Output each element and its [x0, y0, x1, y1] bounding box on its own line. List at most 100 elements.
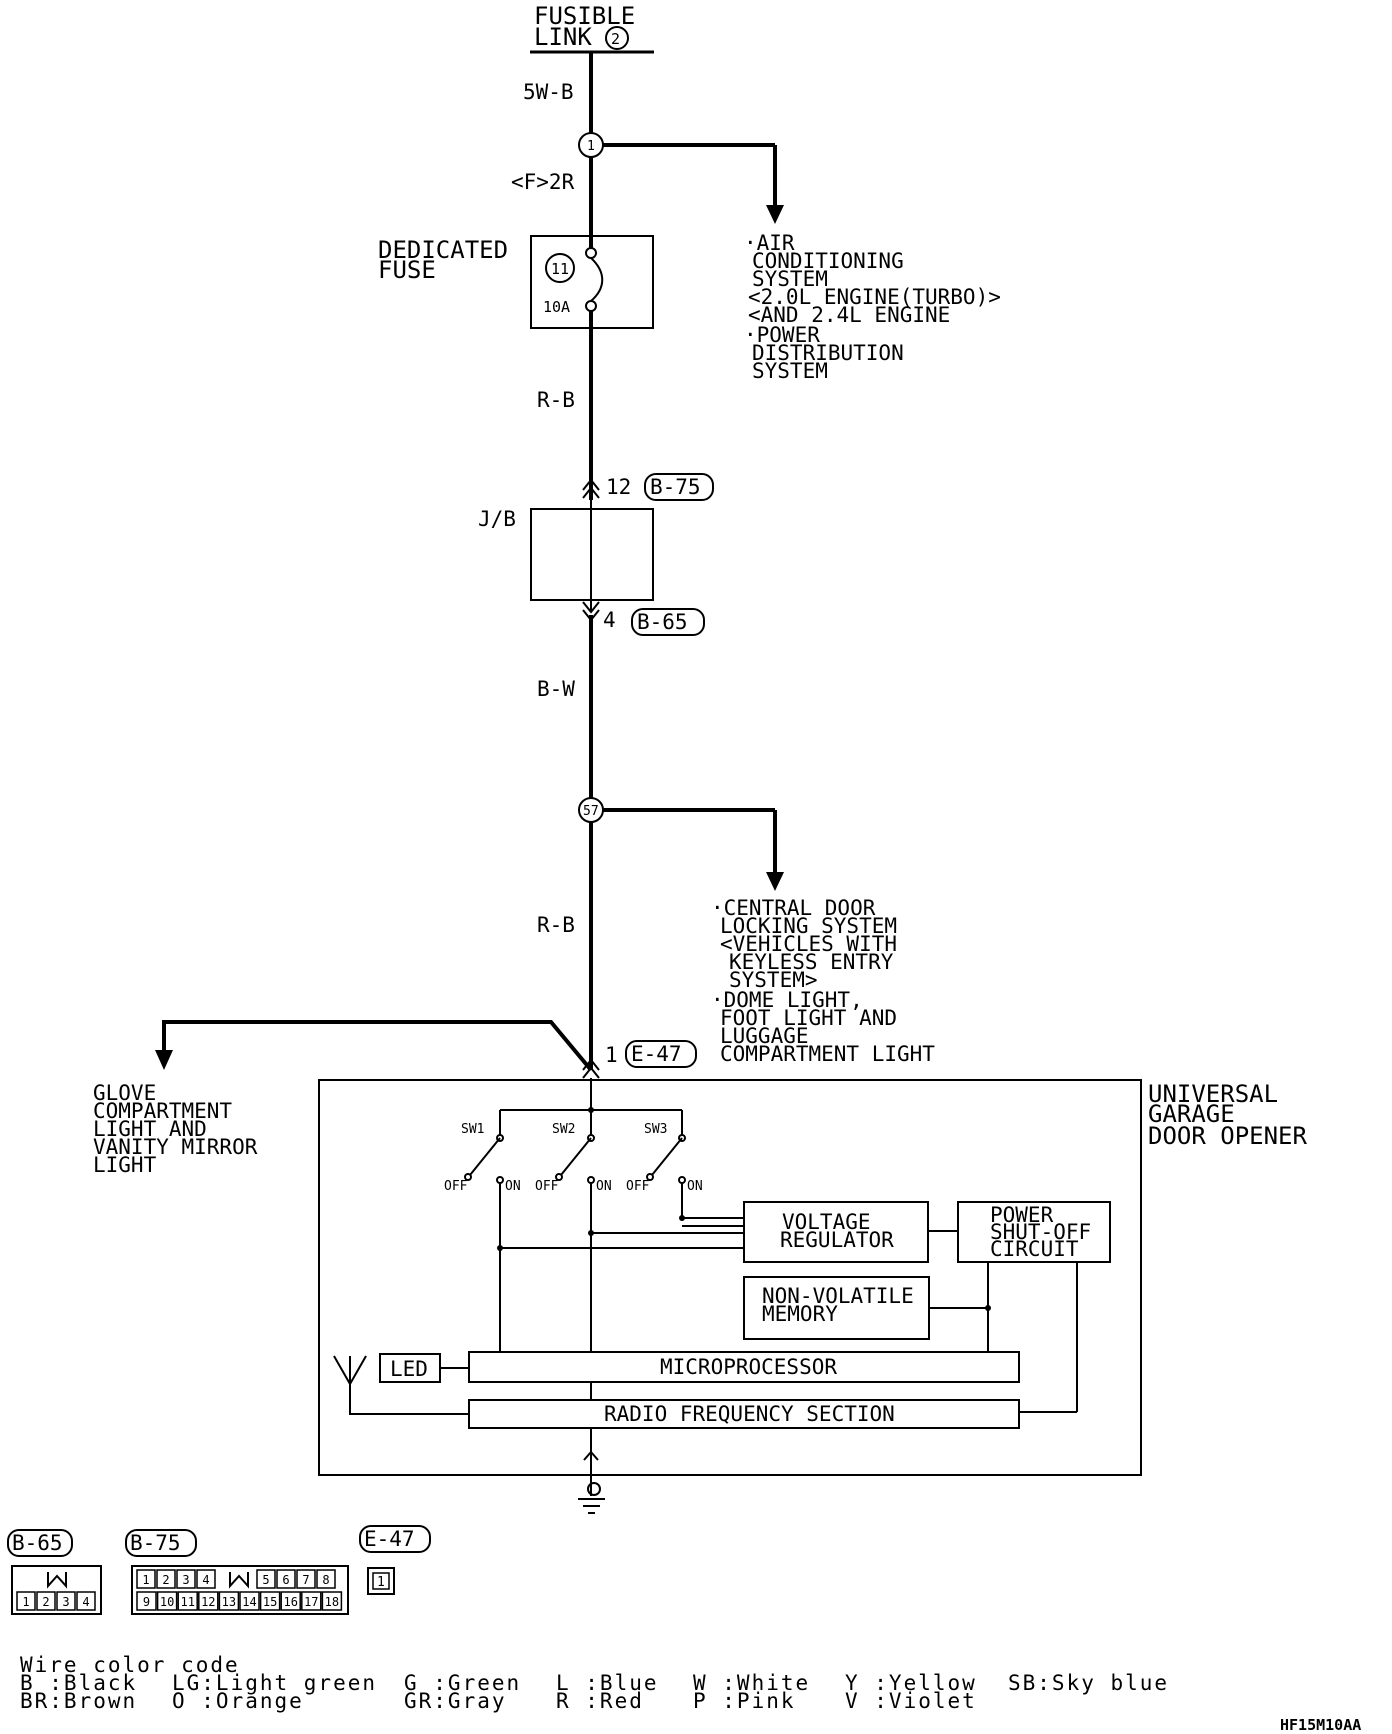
fusible-link-number-circle [605, 26, 629, 50]
power-shutoff-label-2: SHUT-OFF [990, 1220, 1091, 1244]
fusible-link-label-2: LINK [534, 23, 592, 51]
wire-label-f-2r: <F>2R [511, 170, 575, 194]
connector-pin-cell [136, 1591, 157, 1611]
connector-e47-pin-cell [372, 1572, 390, 1590]
connector-pin-number: 2 [162, 1573, 169, 1587]
connector-tag-e-47 [625, 1040, 697, 1068]
branch-door-line-2: LOCKING SYSTEM [720, 914, 897, 938]
sw2-on-label: ON [596, 1179, 612, 1194]
connector-e47-housing [367, 1567, 395, 1595]
non-volatile-memory-block [743, 1276, 930, 1340]
connector-pin-cell [196, 1569, 216, 1589]
voltage-regulator-label-1: VOLTAGE [782, 1210, 871, 1234]
ground-terminal [587, 1482, 601, 1496]
opener-title-1: UNIVERSAL [1148, 1080, 1278, 1108]
connector-e47-tag [359, 1525, 431, 1553]
sw3-blade [651, 1137, 683, 1176]
connector-pin-cell [16, 1591, 36, 1611]
color-code-b: B :Black [20, 1671, 137, 1695]
jb-conn-bottom: B-65 [637, 610, 688, 634]
opener-conn: E-47 [631, 1042, 682, 1066]
connector-e47: E-47 1 [359, 1525, 431, 1595]
connector-b65-housing [11, 1565, 102, 1615]
connector-mark-e47 [582, 1058, 600, 1079]
connector-pin-cell [296, 1569, 316, 1589]
opener-pin: 1 [605, 1043, 618, 1067]
branch-ac-line-1: ·AIR [744, 231, 795, 255]
key-icon [47, 1572, 67, 1589]
connector-pin-cell [76, 1591, 96, 1611]
dedicated-fuse: DEDICATED FUSE 11 10A [378, 235, 654, 329]
color-code-v: V :Violet [845, 1689, 977, 1713]
connector-pin-number: 15 [263, 1595, 277, 1609]
connector-b75-housing [131, 1565, 349, 1615]
sw3-off-contact [646, 1173, 654, 1181]
power-shutoff-label-1: POWER [990, 1203, 1054, 1227]
branch-wire-glove [162, 1020, 593, 1072]
wire-label-b-w: B-W [537, 677, 575, 701]
branch-door-line-7: FOOT LIGHT AND [720, 1006, 897, 1030]
junction-dot [497, 1245, 503, 1251]
jb-pin-bottom: 4 [603, 608, 616, 632]
sw1-on-label: ON [505, 1179, 521, 1194]
connector-b75-label: B-75 [130, 1531, 181, 1555]
sw1-off-label: OFF [444, 1179, 468, 1194]
branch-glove-line-5: LIGHT [93, 1153, 157, 1177]
connector-pin-cell [56, 1591, 76, 1611]
garage-door-opener: UNIVERSAL GARAGE DOOR OPENER SW1 OFF ON … [318, 1078, 1307, 1476]
branch-ac-line-4: <2.0L ENGINE(TURBO)> [748, 285, 1001, 309]
fuse-terminal-top [585, 247, 597, 259]
connector-tag-b-75 [644, 473, 714, 501]
color-code-lg: LG:Light green [172, 1671, 377, 1695]
sw2-blade [560, 1137, 592, 1176]
connector-b75-tag [125, 1529, 197, 1557]
branch-ac-text: ·AIR CONDITIONING SYSTEM <2.0L ENGINE(TU… [744, 231, 1001, 383]
arrow-down-icon [766, 205, 784, 224]
branch-door-line-8: LUGGAGE [720, 1024, 809, 1048]
connector-pin-cell [276, 1569, 296, 1589]
connector-pin-number: 9 [143, 1595, 150, 1609]
branch-door-text: ·CENTRAL DOOR LOCKING SYSTEM <VEHICLES W… [711, 896, 935, 1066]
connector-pin-number: 4 [82, 1595, 89, 1609]
fuse-title-2: FUSE [378, 256, 436, 284]
color-code-l: L :Blue [556, 1671, 659, 1695]
opener-box [318, 1079, 1142, 1476]
connector-pin-number: 3 [62, 1595, 69, 1609]
branch-ac-line-7: DISTRIBUTION [752, 341, 904, 365]
color-code-y: Y :Yellow [845, 1671, 977, 1695]
figure-code: HF15M10AA [1280, 1716, 1361, 1734]
connector-pin-number: 3 [182, 1573, 189, 1587]
color-code-w: W :White [693, 1671, 810, 1695]
led-label: LED [390, 1357, 428, 1381]
wire-label-r-b-2: R-B [537, 913, 575, 937]
sw3-on-contact [678, 1176, 686, 1184]
radio-frequency-label: RADIO FREQUENCY SECTION [604, 1402, 895, 1426]
voltage-regulator-label-2: REGULATOR [780, 1228, 894, 1252]
arrow-down-icon [766, 872, 784, 891]
sw3-on-label: ON [687, 1179, 703, 1194]
sw1-on-contact [496, 1176, 504, 1184]
antenna-icon [333, 1355, 469, 1415]
connector-pin-cell [259, 1591, 281, 1611]
color-code-gr: GR:Gray [404, 1689, 507, 1713]
branch-door-line-6: ·DOME LIGHT, [711, 988, 863, 1012]
connector-pin-number: 2 [42, 1595, 49, 1609]
connector-pin-number: 5 [262, 1573, 269, 1587]
wire-label-5w-b: 5W-B [523, 80, 574, 104]
connector-b65-label: B-65 [12, 1531, 63, 1555]
connector-pin-number: 1 [142, 1573, 149, 1587]
sw2-off-contact [555, 1173, 563, 1181]
sw1-off-contact [464, 1173, 472, 1181]
fusible-link-label: FUSIBLE [534, 2, 635, 30]
branch-door-line-4: KEYLESS ENTRY [729, 950, 894, 974]
connector-pin-number: 7 [302, 1573, 309, 1587]
color-code-g: G :Green [404, 1671, 521, 1695]
branch-glove-text: GLOVE COMPARTMENT LIGHT AND VANITY MIRRO… [93, 1081, 258, 1177]
junction-dot [679, 1215, 685, 1221]
switch-sw2: SW2 OFF ON [535, 1110, 612, 1194]
connector-pin-cell [177, 1591, 198, 1611]
color-code-sb: SB:Sky blue [1008, 1671, 1169, 1695]
